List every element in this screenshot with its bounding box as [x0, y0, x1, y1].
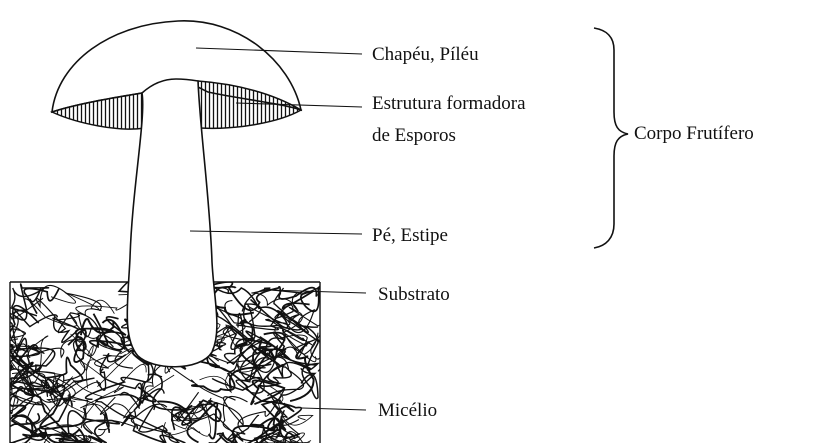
label-fruiting-body: Corpo Frutífero	[634, 122, 754, 146]
label-cap: Chapéu, Píléu	[372, 43, 479, 67]
mycelium-thread	[122, 405, 167, 432]
label-spore-structure-line2: de Esporos	[372, 124, 456, 148]
pointer-stipe	[190, 231, 362, 234]
pointer-mycelium	[302, 408, 366, 410]
mycelium-thread	[51, 292, 114, 313]
label-mycelium: Micélio	[378, 399, 437, 423]
mycelium-thread	[68, 411, 120, 434]
label-spore-structure-line1: Estrutura formadora	[372, 92, 526, 116]
label-substrate: Substrato	[378, 283, 450, 307]
label-stipe: Pé, Estipe	[372, 224, 448, 248]
mycelium-thread	[301, 326, 318, 399]
fruiting-body-brace	[594, 28, 628, 248]
